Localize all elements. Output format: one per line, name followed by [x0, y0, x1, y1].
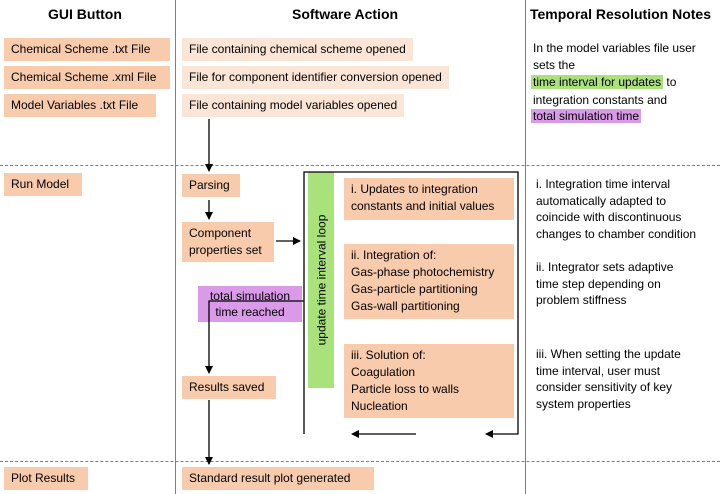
note-iii-line2: time interval, user must — [536, 363, 661, 378]
chemical-scheme-opened: File containing chemical scheme opened — [182, 38, 413, 61]
note-iii: iii. When setting the update time interv… — [536, 346, 681, 412]
chemical-scheme-xml-button[interactable]: Chemical Scheme .xml File — [4, 66, 170, 89]
step2-line1: ii. Integration of: — [351, 248, 437, 262]
header-temporal-notes: Temporal Resolution Notes — [530, 6, 711, 22]
note-ii-line1: ii. Integrator sets adaptive — [536, 260, 674, 274]
notes-top-to: to — [663, 75, 677, 89]
component-conversion-opened: File for component identifier conversion… — [182, 66, 449, 89]
note-i-line3: coincide with discontinuous — [536, 210, 682, 224]
update-time-interval-loop-label: update time interval loop — [308, 172, 334, 388]
notes-top-line5: total simulation time — [531, 108, 642, 125]
note-i: i. Integration time interval automatical… — [536, 176, 696, 242]
step3-line1: iii. Solution of: — [351, 348, 426, 362]
row-separator-2 — [0, 461, 720, 462]
highlight-update-interval: time interval for updates — [531, 75, 664, 89]
column-divider-left — [175, 0, 176, 494]
note-ii-line3: problem stiffness — [536, 293, 627, 307]
column-divider-right — [525, 0, 526, 494]
step2-line3: Gas-particle partitioning — [351, 282, 478, 296]
note-i-line2: automatically adapted to — [536, 193, 667, 208]
loop-step-solution: iii. Solution of: Coagulation Particle l… — [344, 344, 514, 418]
chemical-scheme-txt-button[interactable]: Chemical Scheme .txt File — [4, 38, 170, 61]
note-iii-line1: iii. When setting the update — [536, 347, 681, 361]
row-separator-1 — [0, 165, 720, 166]
step1-line2: constants and initial values — [351, 199, 495, 213]
step3-line4: Nucleation — [351, 399, 408, 413]
loop-bracket — [303, 171, 519, 438]
results-saved-step: Results saved — [182, 376, 276, 399]
header-gui-button: GUI Button — [48, 6, 122, 22]
total-simulation-line1: total simulation — [209, 289, 291, 303]
step2-line4: Gas-wall partitioning — [351, 299, 460, 313]
arrow-total-sim-to-results — [205, 300, 304, 374]
step1-line1: i. Updates to integration — [351, 182, 478, 196]
standard-result-plot-step: Standard result plot generated — [182, 467, 374, 490]
notes-top-line1: In the model variables file user — [533, 41, 696, 55]
component-properties-step: Component properties set — [182, 222, 274, 262]
loop-step-integration: ii. Integration of: Gas-phase photochemi… — [344, 244, 514, 319]
note-ii: ii. Integrator sets adaptive time step d… — [536, 259, 673, 309]
step3-line3: Particle loss to walls — [351, 382, 460, 396]
model-variables-txt-button[interactable]: Model Variables .txt File — [4, 94, 156, 117]
plot-results-button[interactable]: Plot Results — [4, 467, 88, 490]
total-simulation-line2: time reached — [215, 305, 285, 319]
notes-top-line2: sets the — [533, 58, 576, 72]
loop-step-updates: i. Updates to integration constants and … — [344, 178, 514, 220]
notes-top-line4: integration constants and — [533, 93, 668, 107]
parsing-step: Parsing — [182, 174, 240, 197]
notes-top-line3: time interval for updates to — [531, 74, 676, 91]
note-iii-line4: system properties — [536, 396, 631, 411]
component-properties-line1: Component — [189, 226, 252, 240]
component-properties-line2: properties set — [189, 243, 262, 257]
header-software-action: Software Action — [292, 6, 399, 22]
step2-line2: Gas-phase photochemistry — [351, 265, 495, 279]
step3-line2: Coagulation — [351, 365, 416, 379]
note-ii-line2: time step depending on — [536, 276, 661, 291]
note-iii-line3: consider sensitivity of key — [536, 380, 673, 394]
model-variables-opened: File containing model variables opened — [182, 94, 405, 117]
note-i-line1: i. Integration time interval — [536, 177, 671, 191]
total-simulation-time-reached: total simulation time reached — [198, 286, 302, 322]
note-i-line4: changes to chamber condition — [536, 226, 697, 241]
highlight-total-simulation-time: total simulation time — [531, 109, 642, 123]
run-model-button[interactable]: Run Model — [4, 173, 82, 196]
